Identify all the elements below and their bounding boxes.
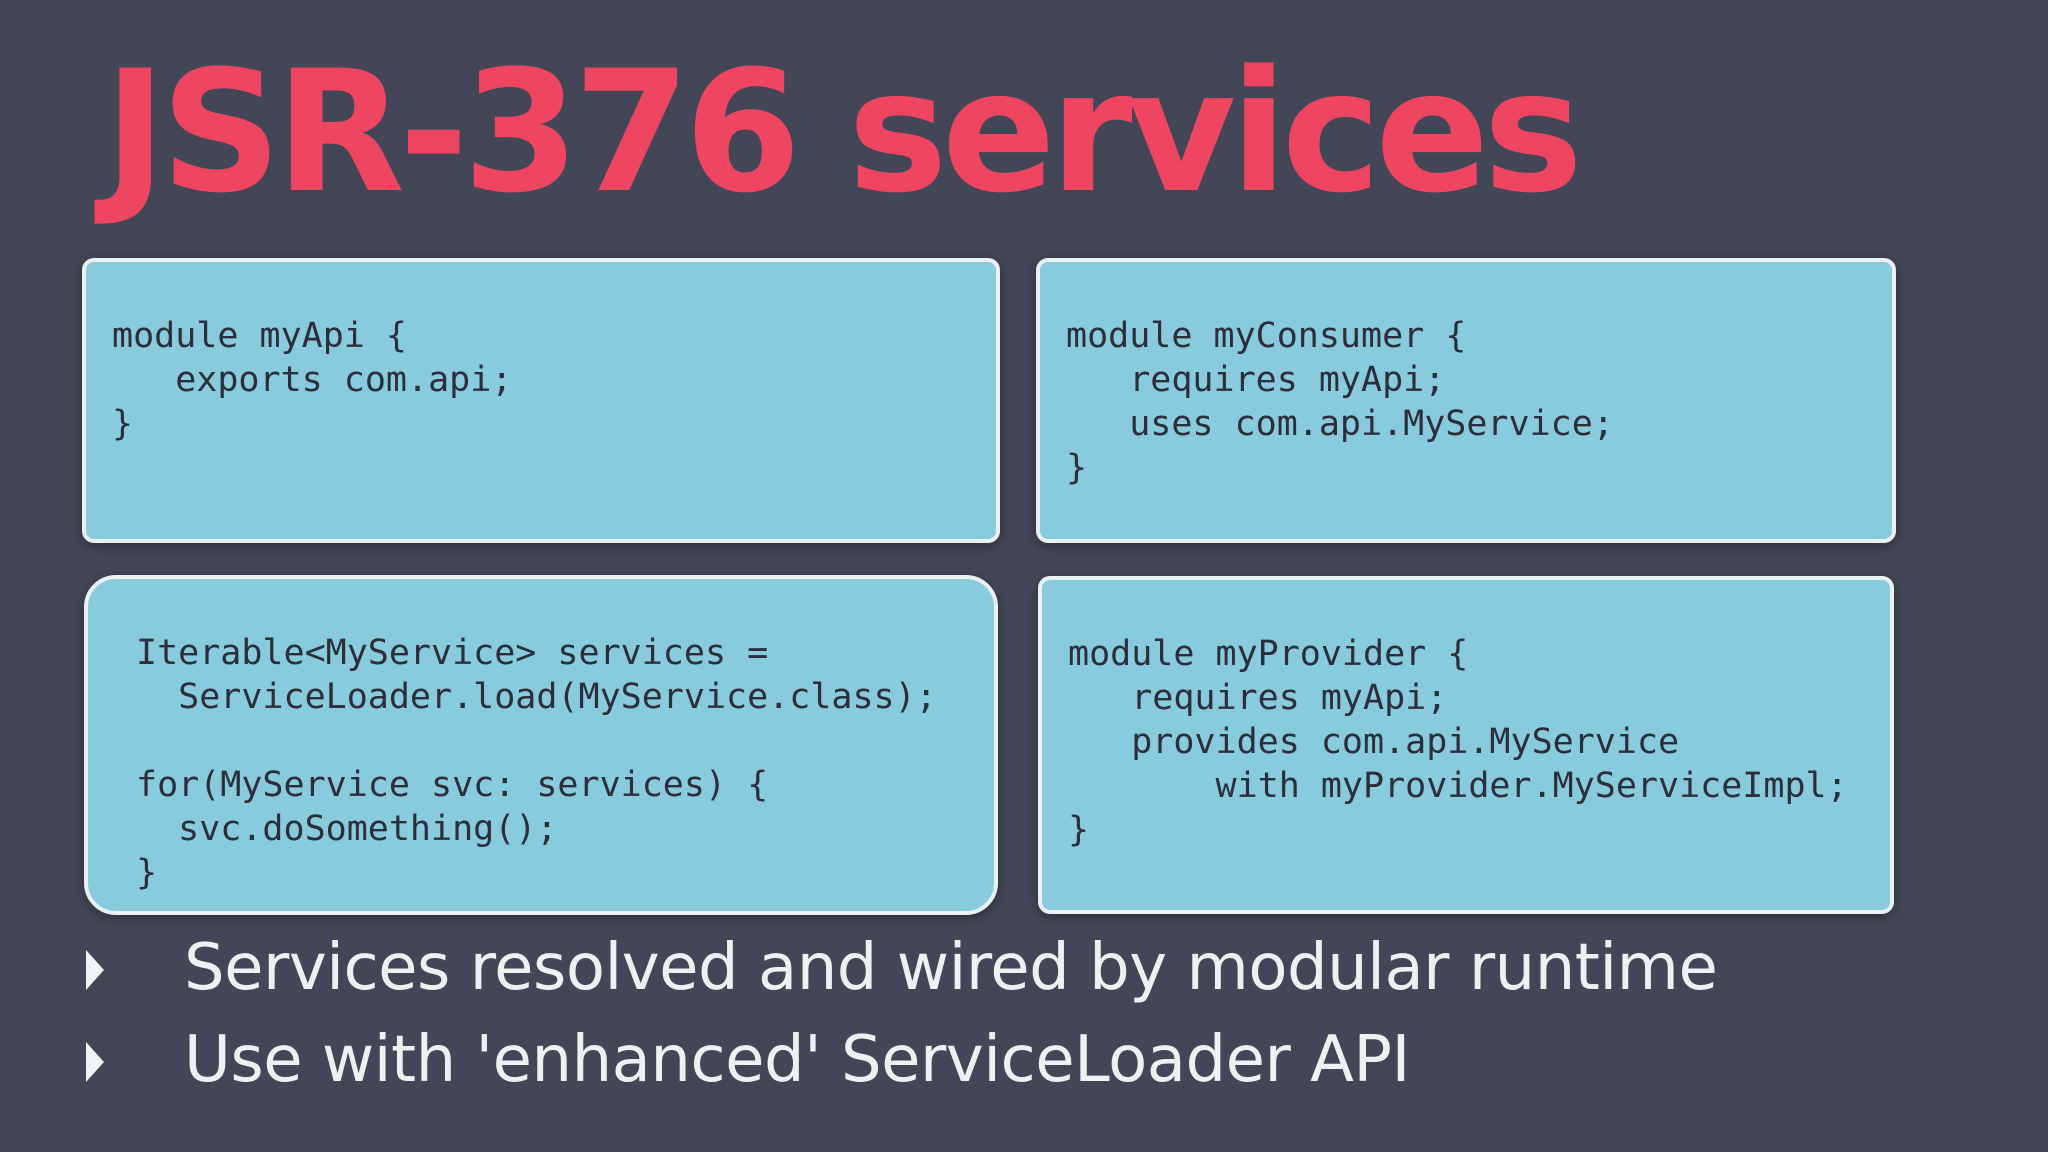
code-consumer-module: module myConsumer { requires myApi; uses… xyxy=(1066,316,1614,488)
code-box-api-module: module myApi { exports com.api; } xyxy=(82,258,1000,543)
code-box-service-loader: Iterable<MyService> services = ServiceLo… xyxy=(84,575,998,915)
code-provider-module: module myProvider { requires myApi; prov… xyxy=(1068,634,1848,850)
code-box-consumer-module: module myConsumer { requires myApi; uses… xyxy=(1036,258,1896,543)
bullet-text: Use with 'enhanced' ServiceLoader API xyxy=(184,1023,1410,1097)
code-api-module: module myApi { exports com.api; } xyxy=(112,316,513,444)
triangle-bullet-icon xyxy=(86,1042,104,1082)
triangle-bullet-icon xyxy=(86,950,104,990)
bullet-item: Use with 'enhanced' ServiceLoader API xyxy=(0,1020,2048,1112)
bullet-item: Services resolved and wired by modular r… xyxy=(0,928,2048,1020)
code-box-provider-module: module myProvider { requires myApi; prov… xyxy=(1038,576,1894,914)
bullet-text: Services resolved and wired by modular r… xyxy=(184,931,1718,1005)
code-service-loader: Iterable<MyService> services = ServiceLo… xyxy=(136,633,937,893)
slide-title: JSR-376 services xyxy=(104,34,1583,230)
